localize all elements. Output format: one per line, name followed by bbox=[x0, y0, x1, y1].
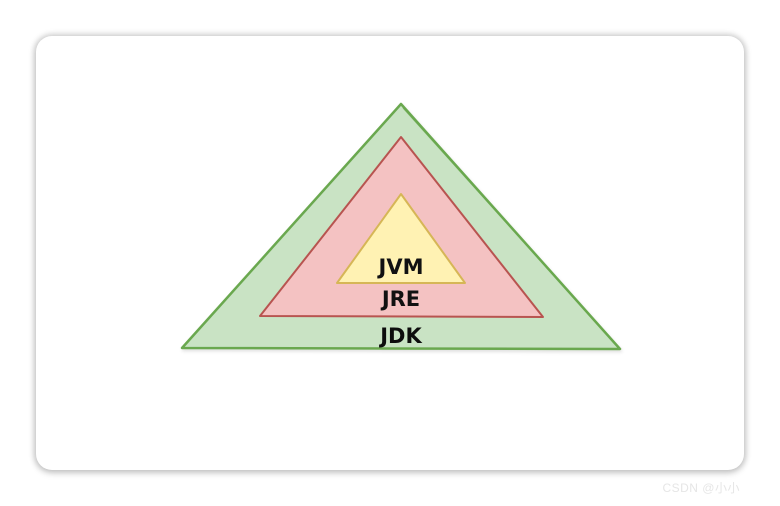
jvm-triangle bbox=[336, 193, 466, 284]
jvm-layer: JVM bbox=[336, 193, 466, 284]
jdk-label: JDK bbox=[378, 324, 422, 348]
jre-label: JRE bbox=[380, 287, 420, 311]
jdk-sketch-edge bbox=[402, 107, 619, 348]
watermark: CSDN @小小 bbox=[662, 481, 740, 495]
jvm-label: JVM bbox=[377, 255, 424, 279]
